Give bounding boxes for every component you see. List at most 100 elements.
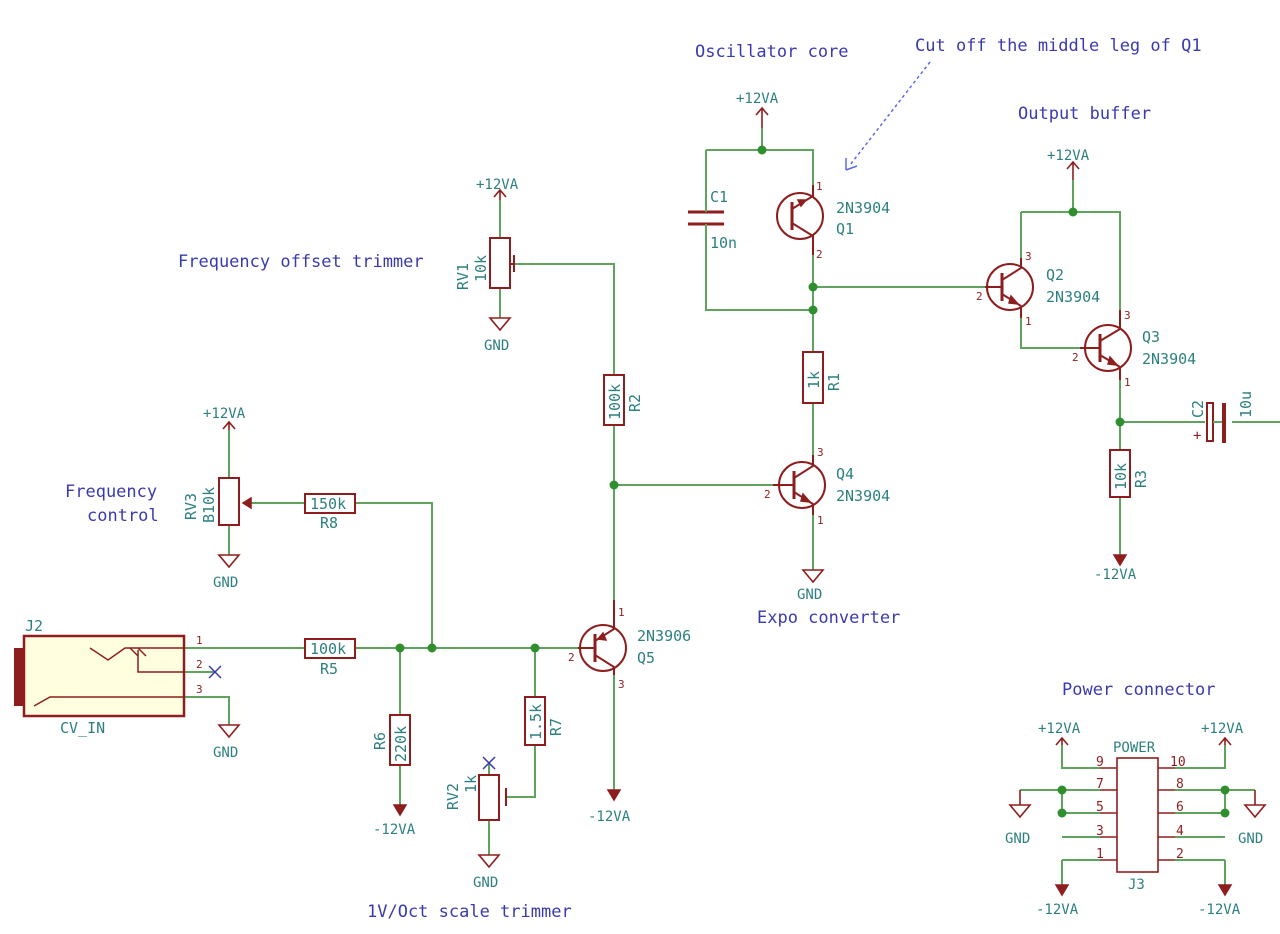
junction-dot bbox=[757, 145, 767, 155]
gnd-j2: GND bbox=[213, 724, 241, 761]
power-pos-j3-left: +12VA bbox=[1038, 721, 1081, 746]
resistor-r2: 100k R2 bbox=[603, 374, 644, 426]
power-neg-label: -12VA bbox=[1198, 902, 1241, 918]
r1-value: 1k bbox=[805, 371, 823, 389]
j2-pin-2: 2 bbox=[196, 658, 203, 671]
j3-pin-6: 6 bbox=[1176, 800, 1184, 815]
j3-pin-8: 8 bbox=[1176, 777, 1184, 792]
power-pos-j3-right: +12VA bbox=[1201, 721, 1244, 746]
gnd-label: GND bbox=[484, 338, 509, 354]
power-neg-label: -12VA bbox=[588, 809, 631, 825]
note-arrow-head bbox=[845, 158, 858, 171]
j3-pin-3: 3 bbox=[1096, 824, 1104, 839]
power-pos-label: +12VA bbox=[203, 406, 246, 422]
r6-value: 220k bbox=[392, 726, 410, 762]
no-connect-marker bbox=[482, 756, 496, 770]
junction-dot bbox=[427, 643, 437, 653]
q2-value: 2N3904 bbox=[1046, 288, 1100, 306]
power-neg-label: -12VA bbox=[1094, 567, 1137, 583]
jack-sleeve bbox=[14, 648, 24, 706]
r8-value: 150k bbox=[310, 495, 346, 513]
c2-ref: C2 bbox=[1189, 400, 1207, 418]
gnd-rv3: GND bbox=[213, 554, 241, 591]
resistor-r5: 100k R5 bbox=[304, 638, 356, 678]
power-pos-rv1: +12VA bbox=[476, 177, 519, 200]
power-neg-r6: -12VA bbox=[373, 804, 416, 838]
transistor-q4: 3 2 1 Q4 2N3904 bbox=[764, 446, 890, 527]
transistor-q3: 3 2 1 Q3 2N3904 bbox=[1072, 309, 1196, 389]
gnd-label: GND bbox=[1238, 831, 1263, 847]
power-pos-label: +12VA bbox=[1201, 721, 1244, 737]
gnd-q4: GND bbox=[797, 569, 825, 603]
q3-pin-3: 3 bbox=[1124, 309, 1131, 322]
transistor-q5: 1 2 3 2N3906 Q5 bbox=[568, 600, 691, 691]
j3-pin-7: 7 bbox=[1096, 777, 1104, 792]
power-pos-q1: +12VA bbox=[736, 91, 779, 128]
j3-pin-10: 10 bbox=[1170, 755, 1186, 770]
r8-ref: R8 bbox=[320, 514, 338, 532]
q1-pin-1: 1 bbox=[816, 180, 823, 193]
q4-pin-1: 1 bbox=[817, 514, 824, 527]
gnd-label: GND bbox=[213, 745, 238, 761]
j2-ref: J2 bbox=[25, 617, 43, 635]
power-neg-j3-left: -12VA bbox=[1036, 884, 1079, 918]
power-pos-label: +12VA bbox=[1047, 148, 1090, 164]
junctions bbox=[395, 145, 1230, 818]
trimmer-rv2: RV2 1k bbox=[444, 756, 507, 821]
note-output-buffer: Output buffer bbox=[1018, 104, 1151, 124]
potentiometer-rv3: RV3 B10k bbox=[182, 477, 252, 526]
power-neg-r3: -12VA bbox=[1094, 554, 1137, 583]
gnd-label: GND bbox=[1005, 831, 1030, 847]
transistor-q1: 1 2 2N3904 Q1 bbox=[776, 180, 890, 261]
rv1-value: 10k bbox=[472, 255, 490, 282]
j3-pin-9: 9 bbox=[1096, 755, 1104, 770]
j2-pin-3: 3 bbox=[196, 683, 203, 696]
q4-pin-3: 3 bbox=[817, 446, 824, 459]
note-expo-converter: Expo converter bbox=[757, 608, 900, 628]
c2-polarity-plus: + bbox=[1193, 428, 1201, 444]
q4-value: 2N3904 bbox=[836, 487, 890, 505]
q2-ref: Q2 bbox=[1046, 266, 1064, 284]
q1-ref: Q1 bbox=[836, 220, 854, 238]
q4-ref: Q4 bbox=[836, 465, 854, 483]
j3-pin-4: 4 bbox=[1176, 824, 1184, 839]
r5-ref: R5 bbox=[320, 660, 338, 678]
r3-ref: R3 bbox=[1132, 470, 1150, 488]
power-neg-q5: -12VA bbox=[588, 789, 631, 825]
power-neg-label: -12VA bbox=[373, 822, 416, 838]
c1-ref: C1 bbox=[710, 188, 728, 206]
q4-pin-2: 2 bbox=[764, 488, 771, 501]
note-frequency-control-line1: Frequency bbox=[65, 482, 157, 502]
power-pos-rv3: +12VA bbox=[203, 406, 246, 430]
resistor-r6: 220k R6 bbox=[371, 714, 411, 766]
junction-dot bbox=[1057, 808, 1067, 818]
junction-dot bbox=[1057, 785, 1067, 795]
resistor-r8: 150k R8 bbox=[304, 493, 356, 532]
gnd-j3-right: GND bbox=[1238, 790, 1267, 847]
resistor-r3: 10k R3 bbox=[1109, 449, 1150, 498]
gnd-j3-left: GND bbox=[1005, 790, 1032, 847]
j2-pin-1: 1 bbox=[196, 634, 203, 647]
connector-j3: POWER J3 9 7 5 3 1 10 8 6 4 2 bbox=[1096, 740, 1186, 893]
gnd-label: GND bbox=[797, 587, 822, 603]
power-neg-label: -12VA bbox=[1036, 902, 1079, 918]
power-pos-label: +12VA bbox=[476, 177, 519, 193]
r3-value: 10k bbox=[1112, 463, 1130, 490]
q5-pin-3: 3 bbox=[618, 678, 625, 691]
no-connect-marker bbox=[208, 665, 222, 679]
power-neg-j3-right: -12VA bbox=[1198, 884, 1241, 918]
q5-pin-1: 1 bbox=[618, 606, 625, 619]
note-frequency-control-line2: control bbox=[87, 506, 159, 526]
j3-pin-5: 5 bbox=[1096, 800, 1104, 815]
junction-dot bbox=[808, 282, 818, 292]
note-frequency-offset: Frequency offset trimmer bbox=[178, 252, 424, 272]
junction-dot bbox=[530, 643, 540, 653]
gnd-label: GND bbox=[473, 875, 498, 891]
resistor-r7: 1.5k R7 bbox=[524, 696, 565, 746]
junction-dot bbox=[1220, 785, 1230, 795]
j3-pin-1: 1 bbox=[1096, 847, 1104, 862]
r2-ref: R2 bbox=[626, 394, 644, 412]
j3-value: POWER bbox=[1113, 740, 1156, 756]
transistor-q2: 3 2 1 Q2 2N3904 bbox=[976, 250, 1100, 328]
junction-dot bbox=[1068, 207, 1078, 217]
